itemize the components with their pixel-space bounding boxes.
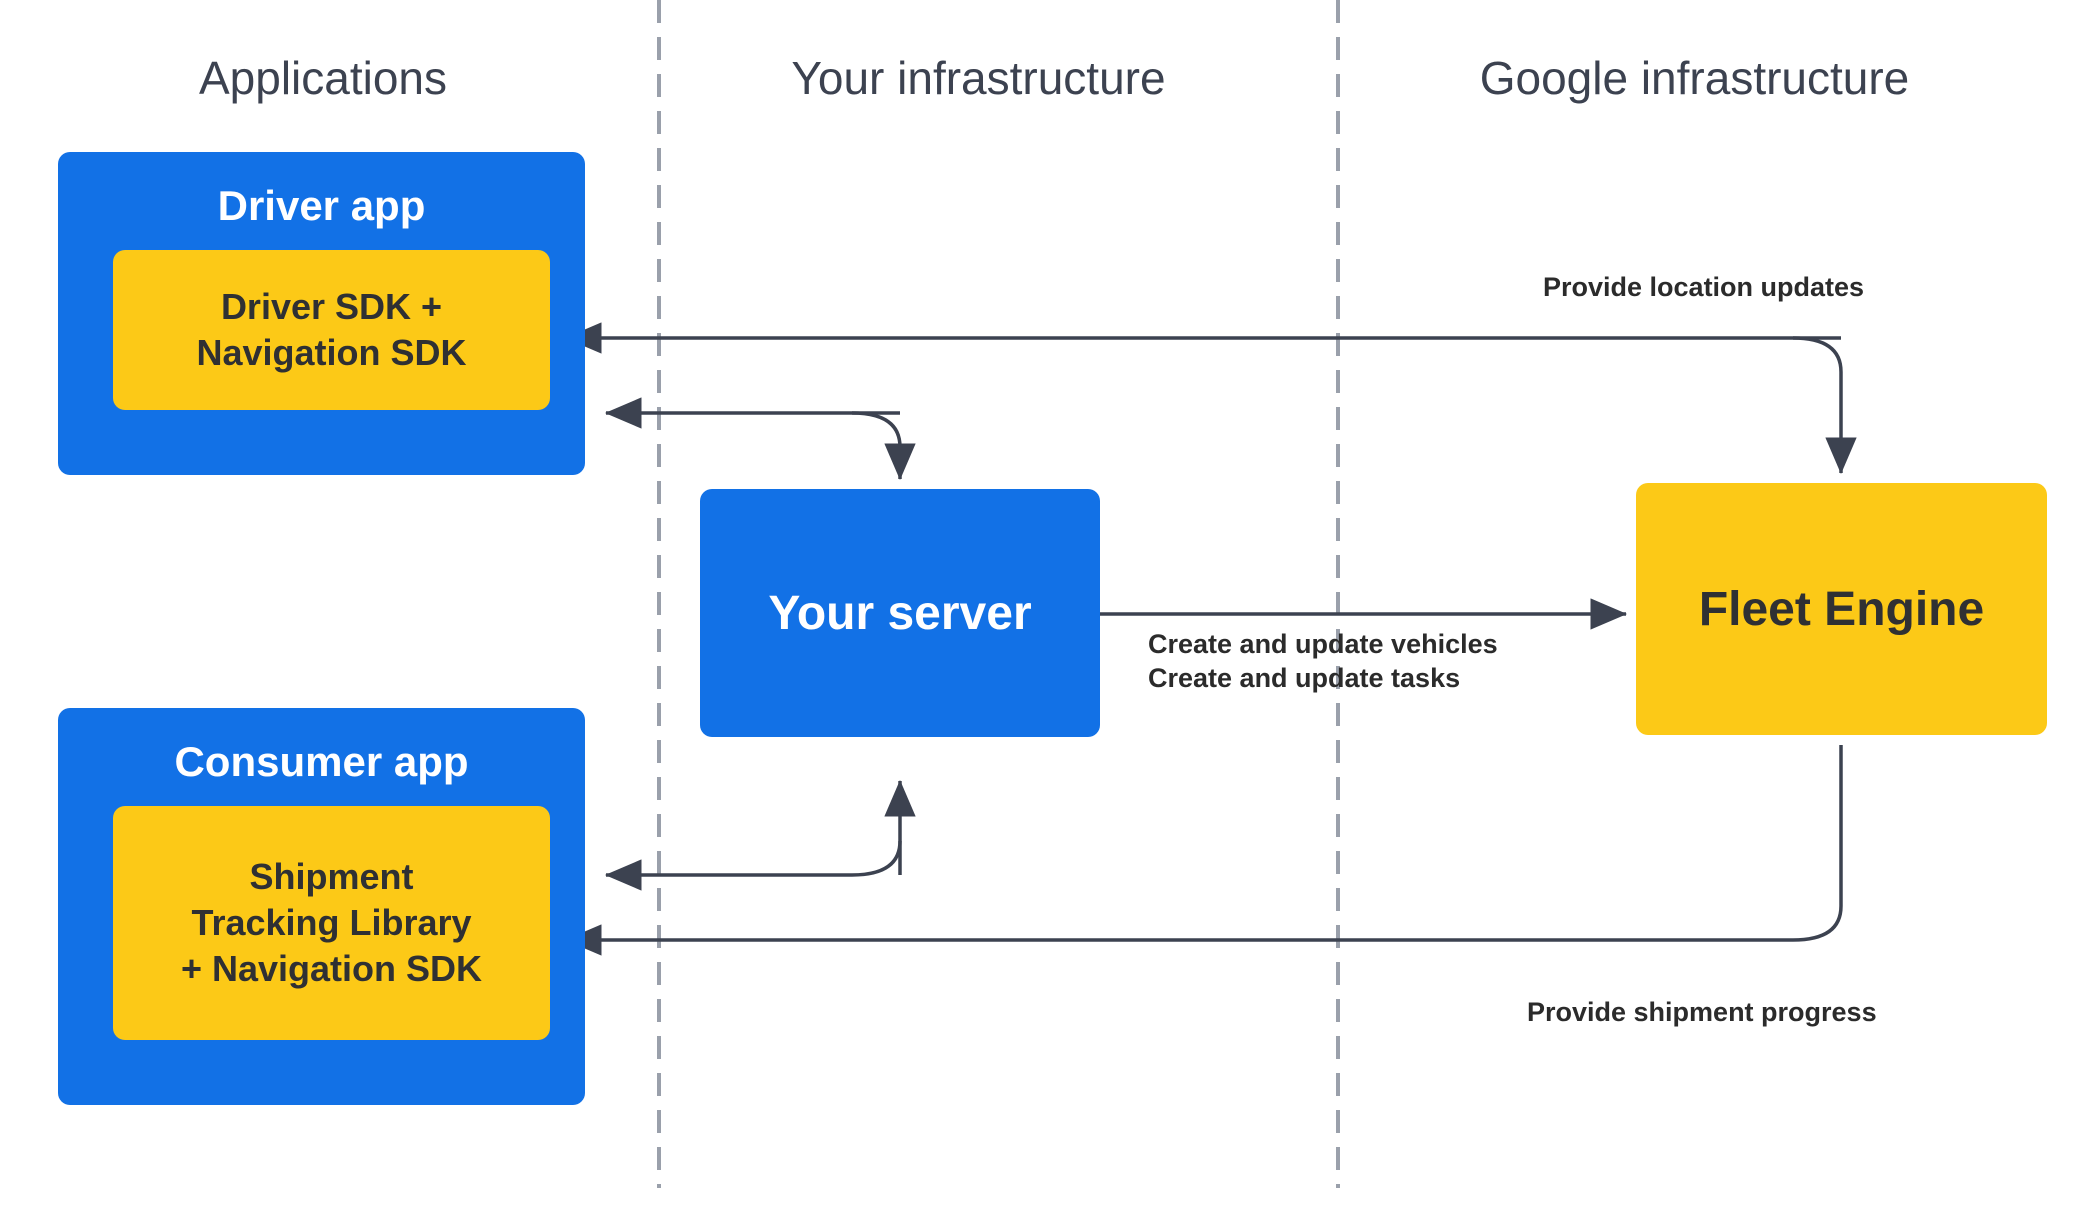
edge-your-server-to-consumer-app: [604, 840, 902, 891]
column-heading-your-infrastructure: Your infrastructure: [791, 52, 1166, 104]
edge-location-updates-drop: [1792, 336, 1857, 475]
node-driver-app-title: Driver app: [217, 182, 426, 229]
node-fleet-engine[interactable]: Fleet Engine: [1636, 483, 2047, 735]
edge-fleet-engine-to-shipment-tracking: [564, 745, 1843, 956]
node-driver-app[interactable]: Driver app Driver SDK +Navigation SDK: [58, 152, 585, 475]
column-heading-applications: Applications: [198, 52, 448, 104]
edge-label-create-and-update-vehicles: Create and update vehicles: [1148, 629, 1498, 659]
edge-label-provide-location-updates: Provide location updates: [1543, 272, 1865, 302]
edge-label-provide-shipment-progress: Provide shipment progress: [1527, 997, 1877, 1027]
edge-label-create-and-update: Create and update vehicles Create and up…: [1148, 627, 1498, 695]
node-driver-sdk[interactable]: Driver SDK +Navigation SDK: [113, 250, 550, 410]
edge-label-create-and-update-tasks: Create and update tasks: [1148, 663, 1461, 694]
edge-driver-app-to-your-server: [851, 411, 916, 481]
node-consumer-app-title: Consumer app: [174, 738, 469, 785]
node-your-server[interactable]: Your server: [700, 489, 1100, 737]
column-heading-google-infrastructure: Google infrastructure: [1479, 52, 1910, 104]
